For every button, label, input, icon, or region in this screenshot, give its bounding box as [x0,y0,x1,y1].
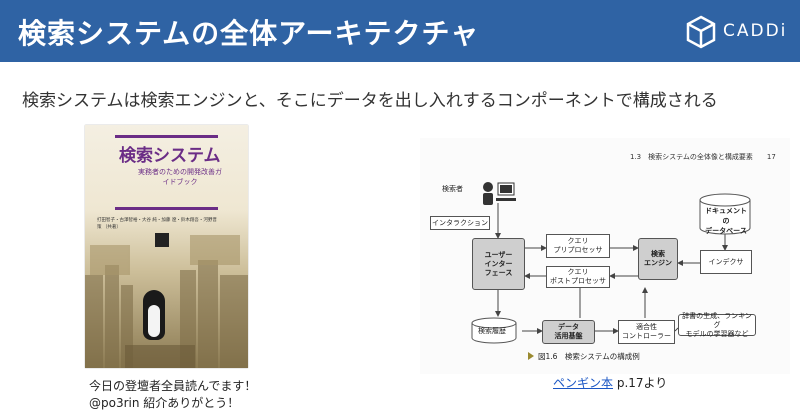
book-authors: 打田智子・古澤智裕・大谷 純・加藤 遼・鈴木翔吾・河野晋策 〔共著〕 [97,218,217,230]
architecture-diagram: 1.3 検索システムの全体像と構成要素 17 [420,138,790,374]
diagram-search-history: 検索履歴 [478,327,506,335]
slide-subtitle: 検索システムは検索エンジンと、そこにデータを出し入れするコンポーネントで構成され… [22,91,718,111]
header-bar: 検索システムの全体アーキテクチャ CADDi [0,0,800,62]
caddi-logo: CADDi [685,15,790,49]
diagram-figure-caption: 図1.6 検索システムの構成例 [538,352,640,361]
book-subtitle: 実務者のための開発改善ガイドブック [138,168,222,186]
book-rule-top [115,135,218,138]
source-suffix: p.17より [613,376,668,390]
book-cover: 検索システム 実務者のための開発改善ガイドブック 打田智子・古澤智裕・大谷 純・… [85,125,248,368]
penguin-book-link[interactable]: ペンギン本 [553,376,614,390]
source-credit: ペンギン本 p.17より [553,374,667,391]
publisher-logo-icon [155,233,169,247]
diagram-page-header: 1.3 検索システムの全体像と構成要素 17 [630,153,776,161]
diagram-indexer: インデクサ [700,250,752,274]
diagram-document-db: ドキュメントの データベース [705,207,747,235]
diagram-ui-box: ユーザー インター フェース [472,238,525,290]
page-title: 検索システムの全体アーキテクチャ [18,17,480,50]
book-caption-line1: 今日の登壇者全員読んでます！ [89,379,257,393]
diagram-query-preprocessor: クエリ プリプロセッサ [546,234,610,258]
diagram-search-engine: 検索 エンジン [638,238,678,280]
diagram-data-platform: データ 活用基盤 [542,320,595,344]
book-caption-line2: @po3rin 紹介ありがとう！ [89,396,240,410]
book-rule-bottom [115,207,218,210]
diagram-interaction-box: インタラクション [430,216,490,230]
diagram-query-postprocessor: クエリ ポストプロセッサ [546,266,610,288]
figure-marker-icon [528,352,534,360]
diagram-relevance-controller: 適合性 コントローラー [618,320,675,344]
logo-text: CADDi [723,21,788,41]
book-caption: 今日の登壇者全員読んでます！ @po3rin 紹介ありがとう！ [89,378,269,412]
diagram-connectors [471,182,751,344]
penguin-belly [148,305,160,337]
book-title: 検索システム [119,146,221,166]
diagram-note-box: 辞書の生成、ランキング モデルの学習器など [678,312,756,338]
bookshelf-illustration [85,235,248,368]
cube-icon [686,15,716,49]
diagram-searcher-label: 検索者 [442,185,463,193]
searcher-icon [483,182,516,205]
